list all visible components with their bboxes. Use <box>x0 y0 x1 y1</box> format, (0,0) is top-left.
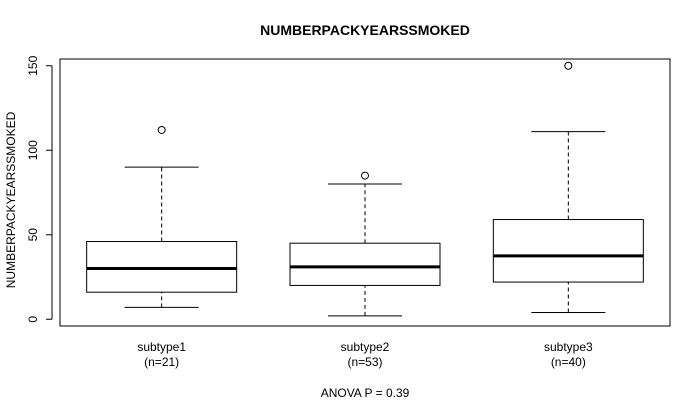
box-subtype2 <box>289 171 441 317</box>
outlier-point <box>157 125 166 134</box>
iqr-box <box>86 241 238 293</box>
category-label: subtype1 <box>137 340 186 354</box>
box-subtype3 <box>492 61 644 313</box>
iqr-box <box>289 242 441 286</box>
y-tick-label: 100 <box>26 140 40 160</box>
category-n-label: (n=40) <box>551 355 586 369</box>
y-tick-label: 150 <box>26 55 40 75</box>
chart-title: NUMBERPACKYEARSSMOKED <box>260 22 470 38</box>
anova-p-value: ANOVA P = 0.39 <box>321 386 410 400</box>
outlier-point <box>361 171 369 180</box>
y-tick-label: 50 <box>26 228 40 242</box>
boxes-group <box>86 61 644 317</box>
outlier-point <box>564 61 573 70</box>
y-axis: 0 50 100 150 <box>26 55 53 323</box>
category-label: subtype3 <box>544 340 593 354</box>
y-axis-label: NUMBERPACKYEARSSMOKED <box>4 111 18 288</box>
category-n-label: (n=21) <box>144 355 179 369</box>
iqr-box <box>492 219 644 283</box>
plot-frame <box>59 58 671 327</box>
y-tick-label: 0 <box>26 316 40 323</box>
box-subtype1 <box>86 125 238 308</box>
category-n-label: (n=53) <box>347 355 382 369</box>
category-label: subtype2 <box>341 340 390 354</box>
x-axis-labels: subtype1(n=21) subtype2(n=53) subtype3(n=4… <box>137 340 593 369</box>
